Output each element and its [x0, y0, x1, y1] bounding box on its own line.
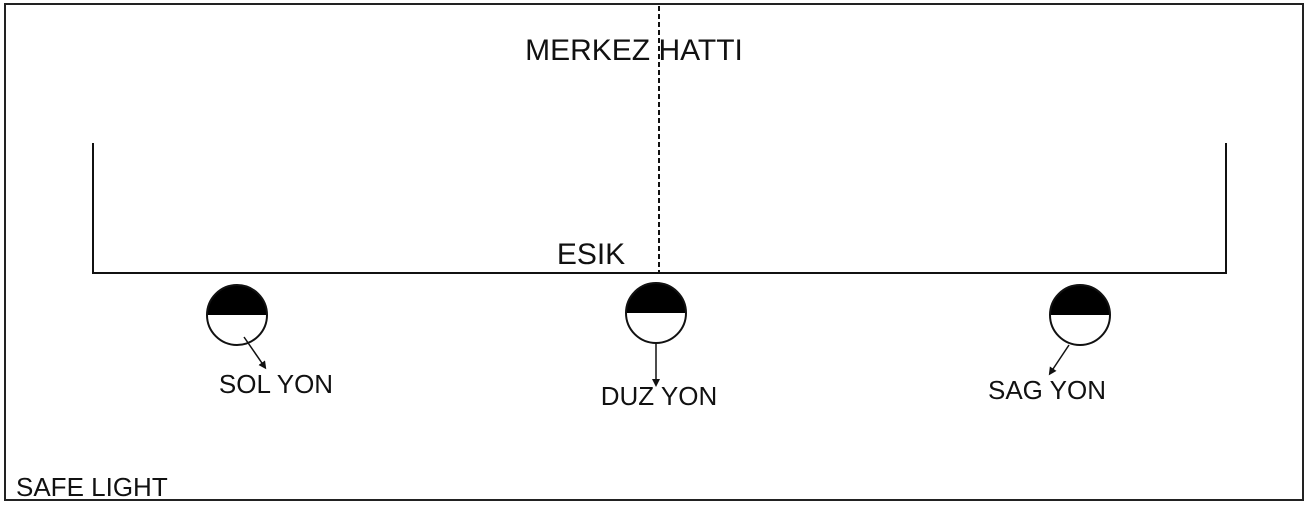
- light-right-bottom: [1050, 315, 1110, 345]
- light-left-arrow: [243, 336, 267, 370]
- light-left-bottom: [207, 315, 267, 345]
- threshold-line: [92, 143, 1227, 274]
- light-center-top: [626, 283, 686, 313]
- light-center-bottom: [626, 313, 686, 343]
- light-left-outline: [206, 284, 268, 346]
- light-left: SOL YON: [206, 284, 333, 399]
- light-left-label: SOL YON: [219, 369, 333, 399]
- light-left-top: [207, 285, 267, 315]
- footer-label: SAFE LIGHT: [16, 472, 168, 502]
- light-right-label: SAG YON: [988, 375, 1106, 405]
- light-right: SAG YON: [988, 284, 1111, 405]
- light-center: DUZ YON: [601, 282, 718, 411]
- diagram-frame: [4, 3, 1304, 501]
- light-right-arrow: [1048, 344, 1070, 376]
- light-center-label: DUZ YON: [601, 381, 718, 411]
- light-right-top: [1050, 285, 1110, 315]
- centerline-label: MERKEZ HATTI: [525, 34, 743, 67]
- light-right-outline: [1049, 284, 1111, 346]
- threshold-label: ESIK: [557, 238, 625, 271]
